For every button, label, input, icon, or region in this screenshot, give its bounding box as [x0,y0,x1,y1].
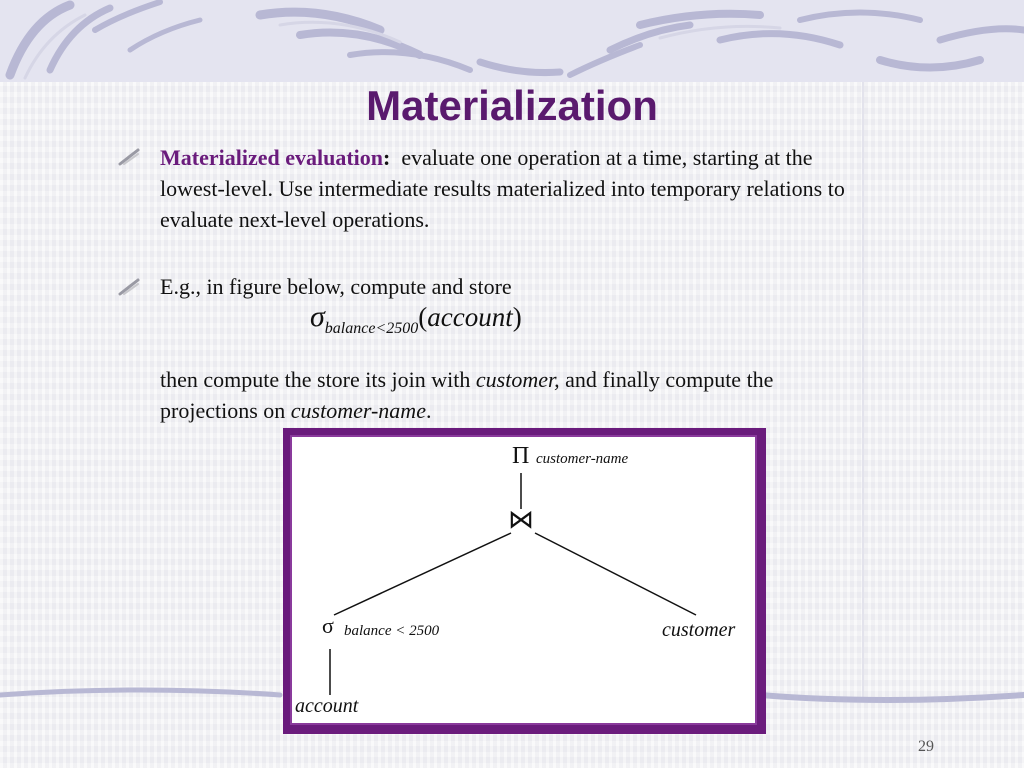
selection-formula: σbalance<2500(account) [310,300,522,338]
continuation-part: . [425,398,432,423]
edge-join-selection [333,532,512,616]
edge-join-customer [534,532,697,616]
decorative-swoosh-header [5,0,1024,80]
selection-symbol: σ [322,613,334,638]
bullet-term: Materialized evaluation [160,145,384,170]
sigma-symbol: σ [310,300,325,333]
bullet-colon: : [383,145,391,170]
continuation-part: then compute the store its join with [160,367,476,392]
selection-condition-text: balance < 2500 [344,623,440,639]
bullet-item: Materialized evaluation: evaluate one op… [160,142,850,235]
figure-canvas: Π customer-name ⋈ σ balance < 2500 custo… [290,435,757,725]
expression-tree-figure: Π customer-name ⋈ σ balance < 2500 custo… [283,428,766,734]
join-relation-name: customer, [475,367,560,392]
open-paren: ( [418,302,428,332]
quill-bullet-icon [118,148,140,166]
quill-bullet-icon [118,278,140,296]
decorative-swoosh-footer [0,687,1024,703]
join-symbol: ⋈ [508,505,534,534]
projection-attribute-name: customer-name [290,398,426,423]
tree-edges [329,473,697,695]
panel-divider [862,82,864,702]
continuation-part: and finally compute the projections on [160,367,774,423]
right-relation-label: customer [662,619,736,641]
leaf-relation-label: account [295,695,359,717]
bullet-text: evaluate one operation at a time, starti… [160,145,845,232]
selection-condition: balance<2500 [324,320,419,337]
bullet-text: E.g., in figure below, compute and store [160,274,512,299]
continuation-text: then compute the store its join with cus… [160,364,850,426]
bullet-item: E.g., in figure below, compute and store [160,271,850,302]
projection-symbol: Π [512,443,530,469]
slide-title: Materialization [366,82,658,129]
selection-condition-label: balance < 2500 [344,623,439,640]
slide-number: 29 [918,738,934,755]
formula-relation: account [427,302,513,332]
projection-attribute: customer-name [536,451,629,467]
close-paren: ) [512,302,522,332]
